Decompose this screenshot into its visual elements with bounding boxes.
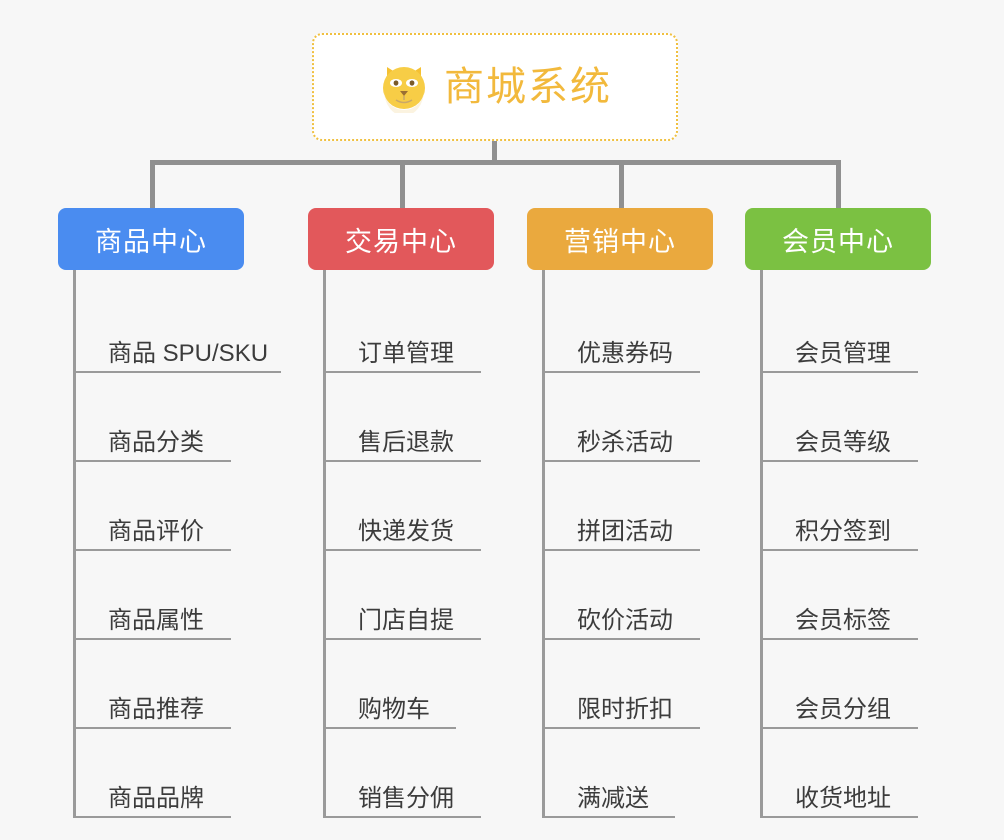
leaf-underline [763, 460, 918, 462]
root-node-title: 商城系统 [444, 65, 612, 109]
leaf-label: 购物车 [358, 695, 430, 723]
connector-drop-3 [619, 160, 624, 210]
leaf-underline [76, 549, 231, 551]
leaf-underline [545, 638, 700, 640]
leaf-label: 商品品牌 [108, 784, 204, 812]
branch-header-1-label: 商品中心 [95, 226, 207, 257]
list-item[interactable]: 购物车 [326, 640, 494, 729]
leaf-label: 商品评价 [108, 517, 204, 545]
branch-column-1: 商品中心 商品 SPU/SKU 商品分类 商品评价 商品属性 商品推荐 [58, 208, 281, 818]
leaf-underline [545, 727, 700, 729]
leaf-underline [76, 638, 231, 640]
leaf-label: 门店自提 [358, 606, 454, 634]
leaf-label: 优惠券码 [577, 339, 673, 367]
leaf-label: 积分签到 [795, 517, 891, 545]
branch-4-leaf-list: 会员管理 会员等级 积分签到 会员标签 会员分组 收货地址 [760, 270, 931, 818]
branch-3-leaf-list: 优惠券码 秒杀活动 拼团活动 砍价活动 限时折扣 满减送 [542, 270, 713, 818]
leaf-label: 售后退款 [358, 428, 454, 456]
leaf-label: 会员标签 [795, 606, 891, 634]
leaf-underline [326, 549, 481, 551]
leaf-underline [763, 371, 918, 373]
leaf-label: 会员等级 [795, 428, 891, 456]
connector-drop-1 [150, 160, 155, 210]
leaf-label: 商品推荐 [108, 695, 204, 723]
shiba-dog-face-icon [378, 61, 430, 116]
leaf-underline [76, 371, 281, 373]
list-item[interactable]: 快递发货 [326, 462, 494, 551]
leaf-label: 拼团活动 [577, 517, 673, 545]
leaf-underline [326, 816, 481, 818]
leaf-label: 秒杀活动 [577, 428, 673, 456]
leaf-label: 订单管理 [358, 339, 454, 367]
branch-column-4: 会员中心 会员管理 会员等级 积分签到 会员标签 会员分组 [745, 208, 931, 818]
connector-root-stem [492, 141, 497, 163]
root-node-shop-system[interactable]: 商城系统 [312, 33, 678, 141]
leaf-underline [545, 816, 675, 818]
branch-column-3: 营销中心 优惠券码 秒杀活动 拼团活动 砍价活动 限时折扣 [527, 208, 713, 818]
leaf-underline [76, 460, 231, 462]
branch-1-leaf-list: 商品 SPU/SKU 商品分类 商品评价 商品属性 商品推荐 商品品牌 [73, 270, 281, 818]
leaf-underline [763, 549, 918, 551]
leaf-underline [326, 371, 481, 373]
list-item[interactable]: 销售分佣 [326, 729, 494, 818]
list-item[interactable]: 商品属性 [76, 551, 268, 640]
leaf-underline [545, 549, 700, 551]
leaf-label: 销售分佣 [358, 784, 454, 812]
list-item[interactable]: 商品分类 [76, 373, 268, 462]
leaf-label: 商品分类 [108, 428, 204, 456]
list-item[interactable]: 会员分组 [763, 640, 931, 729]
list-item[interactable]: 会员管理 [763, 284, 931, 373]
list-item[interactable]: 秒杀活动 [545, 373, 713, 462]
leaf-underline [545, 460, 700, 462]
branch-header-4-label: 会员中心 [782, 226, 894, 257]
connector-drop-2 [400, 160, 405, 210]
list-item[interactable]: 商品 SPU/SKU [76, 284, 281, 373]
list-item[interactable]: 售后退款 [326, 373, 494, 462]
branch-header-2[interactable]: 交易中心 [308, 208, 494, 270]
leaf-underline [326, 727, 456, 729]
leaf-label: 快递发货 [358, 517, 454, 545]
branch-header-3-label: 营销中心 [564, 226, 676, 257]
leaf-label: 会员分组 [795, 695, 891, 723]
leaf-underline [326, 638, 481, 640]
leaf-underline [76, 816, 231, 818]
leaf-underline [76, 727, 231, 729]
leaf-label: 限时折扣 [577, 695, 673, 723]
leaf-label: 砍价活动 [577, 606, 673, 634]
list-item[interactable]: 限时折扣 [545, 640, 713, 729]
connector-horizontal-bus [150, 160, 840, 165]
branch-header-1[interactable]: 商品中心 [58, 208, 244, 270]
leaf-label: 商品 SPU/SKU [108, 339, 269, 367]
leaf-label: 会员管理 [795, 339, 891, 367]
list-item[interactable]: 积分签到 [763, 462, 931, 551]
list-item[interactable]: 优惠券码 [545, 284, 713, 373]
leaf-underline [326, 460, 481, 462]
branch-header-4[interactable]: 会员中心 [745, 208, 931, 270]
branch-header-3[interactable]: 营销中心 [527, 208, 713, 270]
branch-column-2: 交易中心 订单管理 售后退款 快递发货 门店自提 购物车 [308, 208, 494, 818]
leaf-underline [763, 727, 918, 729]
list-item[interactable]: 会员标签 [763, 551, 931, 640]
list-item[interactable]: 砍价活动 [545, 551, 713, 640]
list-item[interactable]: 订单管理 [326, 284, 494, 373]
list-item[interactable]: 会员等级 [763, 373, 931, 462]
leaf-label: 商品属性 [108, 606, 204, 634]
leaf-underline [763, 638, 918, 640]
list-item[interactable]: 收货地址 [763, 729, 931, 818]
list-item[interactable]: 拼团活动 [545, 462, 713, 551]
list-item[interactable]: 门店自提 [326, 551, 494, 640]
leaf-label: 满减送 [577, 784, 649, 812]
leaf-label: 收货地址 [795, 784, 891, 812]
list-item[interactable]: 商品评价 [76, 462, 268, 551]
branch-2-leaf-list: 订单管理 售后退款 快递发货 门店自提 购物车 销售分佣 [323, 270, 494, 818]
branch-header-2-label: 交易中心 [345, 226, 457, 257]
list-item[interactable]: 商品品牌 [76, 729, 268, 818]
list-item[interactable]: 满减送 [545, 729, 713, 818]
leaf-underline [763, 816, 918, 818]
list-item[interactable]: 商品推荐 [76, 640, 268, 729]
connector-drop-4 [836, 160, 841, 210]
leaf-underline [545, 371, 700, 373]
